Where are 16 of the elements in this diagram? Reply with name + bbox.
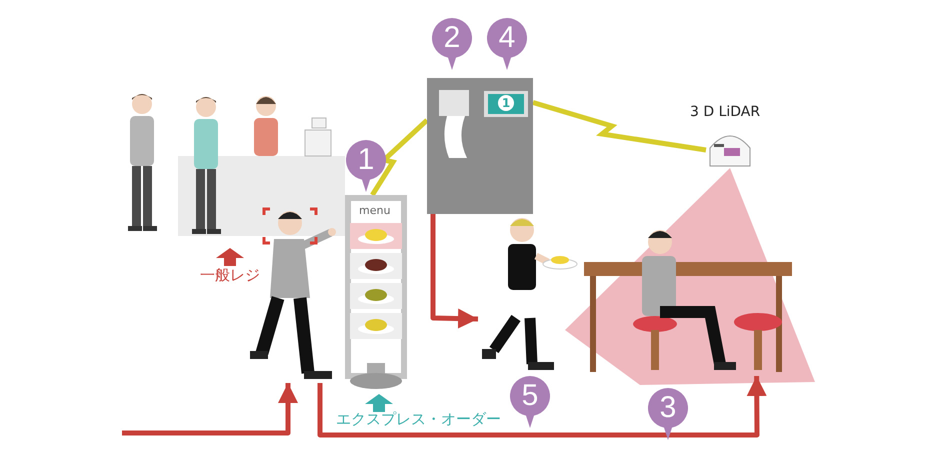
callout-number: 2 <box>432 18 472 70</box>
callout-number: 1 <box>346 140 386 192</box>
order-terminal-drawing <box>427 78 533 214</box>
lightning-link <box>532 100 706 152</box>
arrow <box>430 214 478 329</box>
lightning-link <box>370 118 429 196</box>
arrow <box>122 383 298 436</box>
kiosk-menu-heading: menu <box>359 204 390 217</box>
sensor-caption: 3 D LiDAR <box>690 104 760 120</box>
area-label: エクスプレス・オーダー <box>336 410 501 429</box>
callout-number: 3 <box>648 388 688 440</box>
menu-kiosk <box>345 195 407 390</box>
area-label: 一般レジ <box>200 266 260 285</box>
callout-number: 5 <box>510 376 550 428</box>
callout-number: 4 <box>487 18 527 70</box>
arrow <box>318 376 767 438</box>
